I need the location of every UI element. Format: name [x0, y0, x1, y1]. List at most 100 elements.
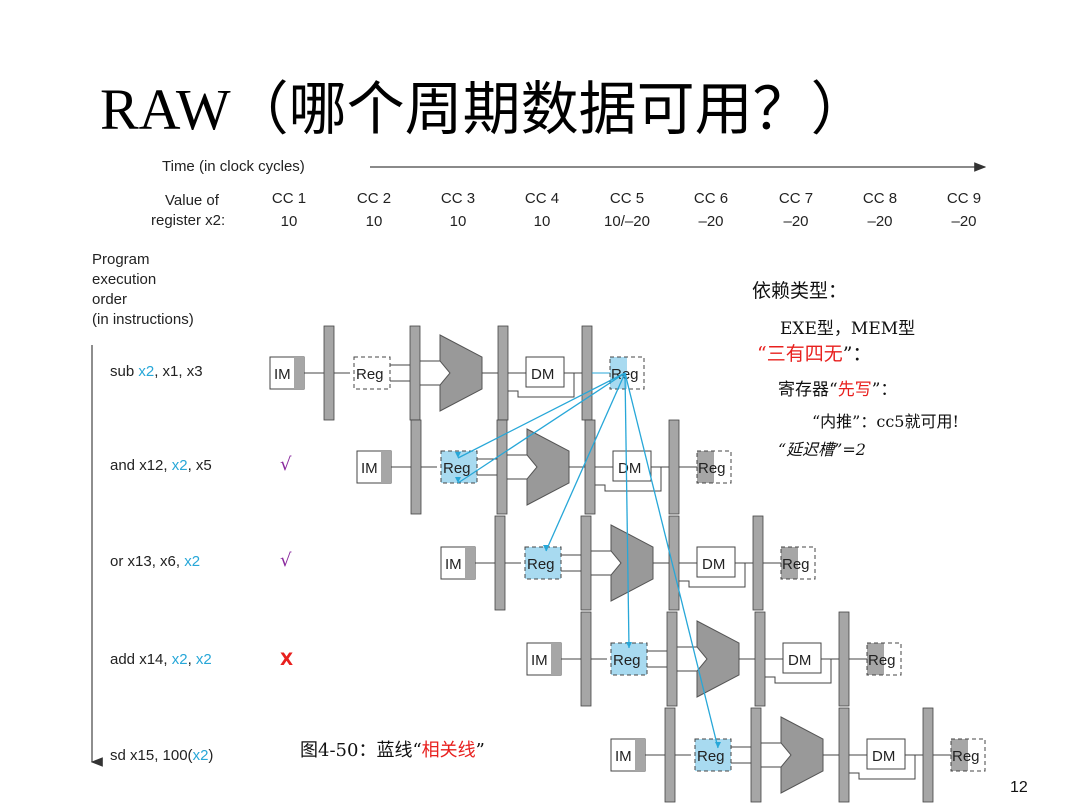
- instr-reg: x2: [184, 553, 201, 570]
- pipe-register-exmem: [838, 707, 850, 803]
- cycle-label: CC 9: [946, 190, 982, 207]
- caption-prefix: 图4-50：蓝线“: [300, 740, 422, 761]
- dependence-line: [457, 372, 626, 484]
- time-axis-label: Time (in clock cycles): [162, 158, 305, 175]
- cycle-label: CC 2: [356, 190, 392, 207]
- reg-write-label: Reg: [698, 460, 726, 477]
- pipe-register-ifid: [410, 419, 422, 515]
- dependence-arrowhead: [455, 477, 461, 483]
- im-label: IM: [445, 556, 462, 573]
- reg-prefix: 寄存器“: [778, 380, 838, 400]
- caption-highlight: 相关线: [421, 740, 476, 761]
- instruction-label-sd: sd x15, 100(x2): [110, 747, 213, 764]
- cycle-x2-value: 10: [365, 213, 383, 230]
- dependence-line: [624, 372, 719, 749]
- pipe-register-ifid: [323, 325, 335, 421]
- dependence-arrowhead: [715, 742, 721, 748]
- reg-read-outline: [524, 546, 562, 580]
- instr-text: , x1, x3: [154, 363, 203, 380]
- slide-title: RAW（哪个周期数据可用？）: [100, 77, 869, 142]
- dm-label: DM: [702, 556, 725, 573]
- reg-read-label: Reg: [527, 556, 555, 573]
- im-shade: [635, 739, 645, 771]
- program-order-line: execution: [92, 271, 157, 288]
- cycle-label: CC 6: [693, 190, 729, 207]
- reg-read-half: [525, 547, 543, 579]
- dm-box: [782, 642, 822, 674]
- alu-shape: [526, 428, 570, 506]
- reg-write-half: [610, 357, 627, 389]
- reg-read-half: [543, 547, 561, 579]
- instruction-label-and: and x12, x2, x5: [110, 457, 212, 474]
- dependence-arrowhead: [543, 545, 549, 551]
- im-label: IM: [274, 366, 291, 383]
- reg-write-half: [697, 451, 714, 483]
- dependence-arrowhead: [455, 452, 461, 458]
- reg-read-half: [372, 357, 390, 389]
- reg-write-half: [781, 547, 798, 579]
- pipe-register-exmem: [584, 419, 596, 515]
- dm-label: DM: [788, 652, 811, 669]
- pipe-register-exmem: [497, 325, 509, 421]
- instr-text: and x12,: [110, 457, 172, 474]
- cycle-x2-value: 10: [533, 213, 551, 230]
- reg-write-label: Reg: [952, 748, 980, 765]
- cycle-x2-value: –20: [867, 213, 893, 230]
- register-x2-label: register x2:: [151, 212, 226, 229]
- cycle-x2-value: –20: [783, 213, 809, 230]
- reg-write-outline: [780, 546, 816, 580]
- reg-write-label: Reg: [868, 652, 896, 669]
- pipe-register-idex: [496, 419, 508, 515]
- dm-label: DM: [872, 748, 895, 765]
- cycle-label: CC 4: [524, 190, 560, 207]
- reg-read-label: Reg: [613, 652, 641, 669]
- instr-reg: x2: [192, 747, 209, 764]
- dm-label: DM: [618, 460, 641, 477]
- program-order-label: Program execution order (in instructions…: [92, 250, 194, 330]
- dependence-lines: [455, 372, 721, 749]
- im-label: IM: [361, 460, 378, 477]
- pipe-register-ifid: [580, 611, 592, 707]
- reg-read-label: Reg: [697, 748, 725, 765]
- instr-reg: x2: [171, 457, 188, 474]
- reg-write-half: [867, 643, 884, 675]
- reg-read-half: [354, 357, 372, 389]
- im-shade: [551, 643, 561, 675]
- reg-read-half: [459, 451, 477, 483]
- program-order-line: order: [92, 291, 128, 308]
- dependence-line: [545, 372, 626, 552]
- reg-read-outline: [694, 738, 732, 772]
- three-four-text: 三有四无: [766, 343, 843, 365]
- page-number: 12: [1010, 779, 1028, 796]
- instr-text: add x14,: [110, 651, 172, 668]
- quote-close: ”：: [842, 343, 872, 365]
- instruction-label-sub: sub x2, x1, x3: [110, 363, 203, 380]
- cycle-x2-value: 10: [280, 213, 298, 230]
- pipe-register-exmem: [754, 611, 766, 707]
- dependence-line: [457, 372, 626, 459]
- instr-text: ): [208, 747, 214, 764]
- reg-write-outline: [609, 356, 645, 390]
- figure-caption: 图4-50：蓝线“相关线”: [300, 736, 485, 762]
- forwarding-note: “内推”：cc5就可用!: [812, 412, 959, 431]
- value-of-label: Value of: [165, 192, 219, 209]
- alu-shape: [610, 524, 654, 602]
- dm-box: [612, 450, 652, 482]
- cycle-x2-value: 10/–20: [604, 213, 650, 230]
- reg-write-outline: [950, 738, 986, 772]
- instr-reg: x2: [171, 651, 188, 668]
- alu-shape: [780, 716, 824, 794]
- cross-mark-add: X: [280, 650, 294, 670]
- register-write-first: 寄存器“先写”：: [778, 375, 897, 400]
- cycle-x2-value: –20: [698, 213, 724, 230]
- pipe-register-memwb: [838, 611, 850, 707]
- quote-open: “: [757, 343, 767, 365]
- reg-read-outline: [353, 356, 391, 390]
- pipe-register-idex: [580, 515, 592, 611]
- instruction-label-or: or x13, x6, x2: [110, 553, 200, 570]
- dm-box: [866, 738, 906, 770]
